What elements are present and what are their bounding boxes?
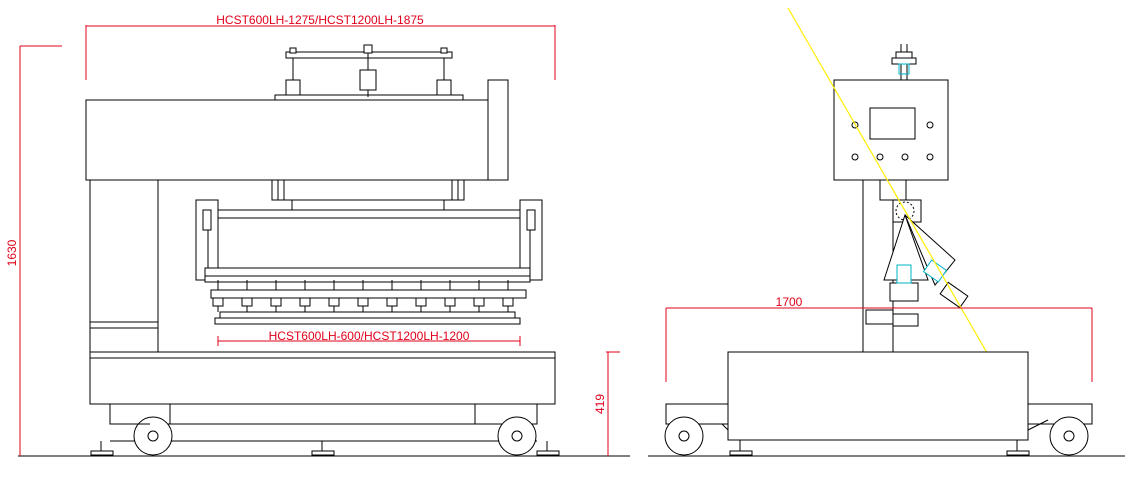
side-column [862,179,922,353]
leveling-foot [536,441,560,456]
clamp-finger [241,280,253,312]
clamp-finger [473,280,485,312]
caster-wheel [497,416,537,456]
control-button [901,153,909,161]
dimension-top-width: HCST600LH-1275/HCST1200LH-1875 [85,13,556,80]
clamp-finger [502,280,514,312]
clamp-finger [415,280,427,312]
side-base [665,351,1093,441]
clamp-finger [328,280,340,312]
clamp-finger [357,280,369,312]
clamp-finger [270,280,282,312]
dimension-label-total-height: 1630 [5,239,19,266]
clamp-frame [195,199,543,283]
clamp-finger-row [210,280,527,325]
caster-wheel [1049,416,1089,456]
leveling-foot [90,441,114,456]
dimension-label-base-height: 419 [593,394,607,414]
dimension-label-top-width: HCST600LH-1275/HCST1200LH-1875 [216,13,424,27]
dimension-label-side-width: 1700 [776,295,803,309]
control-button [851,153,859,161]
display-screen [869,107,916,140]
top-cylinder-assembly [274,44,464,102]
dimension-base-height: 419 [593,351,620,456]
laser-beam [787,7,991,359]
control-button [926,153,934,161]
leveling-foot [1006,440,1030,456]
side-view: 1700 [648,7,1125,457]
dimension-label-inner-width: HCST600LH-600/HCST1200LH-1200 [269,329,470,343]
column [89,179,159,353]
front-base [89,351,556,442]
beam-carriage [271,179,465,211]
tilting-clamp-head [883,213,969,309]
front-view: HCST600LH-1275/HCST1200LH-1875 HCST600LH… [5,13,630,457]
upper-beam [85,99,490,181]
caster-wheel [132,416,173,456]
control-button [876,153,884,161]
clamp-finger [444,280,456,312]
caster-wheel [664,416,704,456]
top-fitting [891,44,917,80]
dimension-inner-width: HCST600LH-600/HCST1200LH-1200 [217,329,521,346]
control-button [926,121,934,129]
clamp-finger [386,280,398,312]
beam-end-plate [487,79,509,181]
leveling-foot [729,440,753,456]
dimension-side-width: 1700 [665,295,1093,382]
leveling-foot [311,441,335,456]
dimension-total-height: 1630 [5,45,62,456]
clamp-finger [212,280,224,312]
clamp-finger [299,280,311,312]
control-box [833,79,949,181]
